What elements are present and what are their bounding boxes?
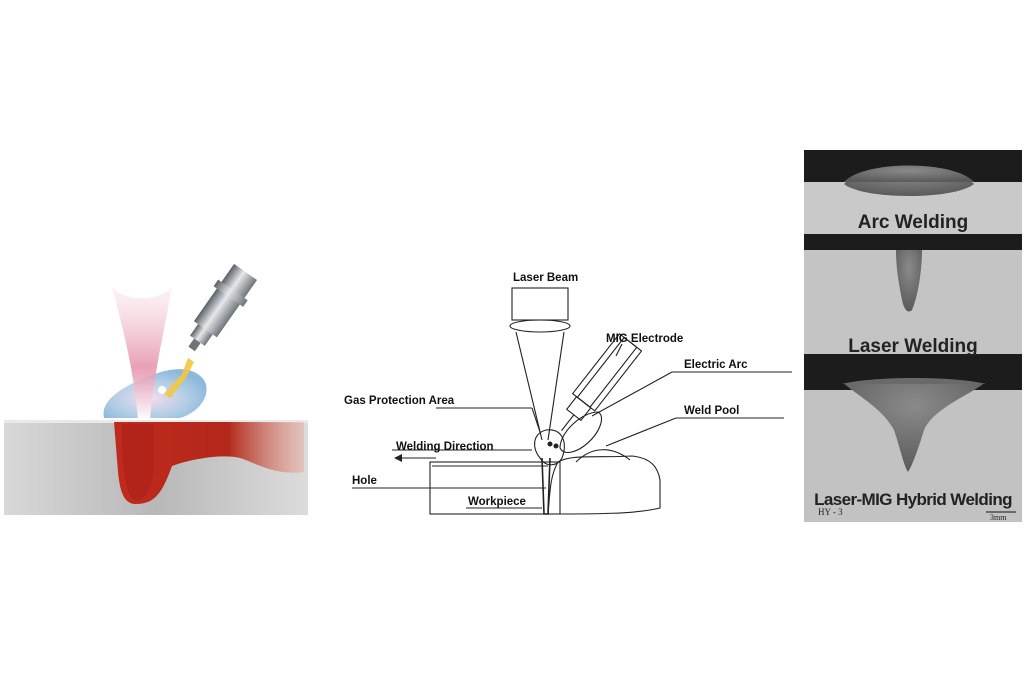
hybrid-welding-schematic: Laser Beam MIG Electrode Electric Arc Ga…	[336, 262, 796, 524]
weld-macrograph-comparison: Arc Welding Laser Welding Laser-MIG Hybr…	[804, 150, 1022, 522]
illustration-svg	[4, 263, 308, 515]
welding-direction-arrow	[394, 454, 436, 462]
sample-id: HY - 3	[818, 507, 843, 517]
label-mig-electrode: MIG Electrode	[606, 333, 683, 345]
hybrid-welding-illustration	[4, 262, 308, 515]
arc-welding-label: Arc Welding	[857, 212, 969, 233]
label-laser-beam: Laser Beam	[513, 272, 578, 284]
label-weld-pool: Weld Pool	[684, 405, 739, 417]
molten-pool	[114, 422, 304, 504]
macrograph-svg	[804, 150, 1022, 522]
focusing-lens	[509, 319, 571, 333]
label-electric-arc: Electric Arc	[684, 359, 748, 371]
label-workpiece: Workpiece	[468, 496, 526, 508]
laser-beam-cone	[112, 287, 172, 420]
label-gas-protection-area: Gas Protection Area	[344, 395, 455, 407]
laser-weld-bead	[896, 250, 922, 312]
scale-bar-label: 3mm	[990, 513, 1007, 522]
laser-welding-label: Laser Welding	[848, 336, 978, 357]
label-welding-direction: Welding Direction	[396, 441, 494, 453]
laser-beam-tube	[511, 287, 569, 321]
hybrid-weld-bead	[842, 377, 986, 472]
keyhole-spot	[158, 386, 166, 394]
schematic-svg: Laser Beam MIG Electrode Electric Arc Ga…	[344, 272, 792, 515]
electric-arc-bulb	[559, 411, 602, 454]
mig-electrode-torch	[561, 332, 643, 431]
label-hole: Hole	[352, 475, 377, 487]
mig-torch	[188, 263, 258, 352]
hybrid-welding-label: Laser-MIG Hybrid Welding	[814, 490, 1012, 509]
